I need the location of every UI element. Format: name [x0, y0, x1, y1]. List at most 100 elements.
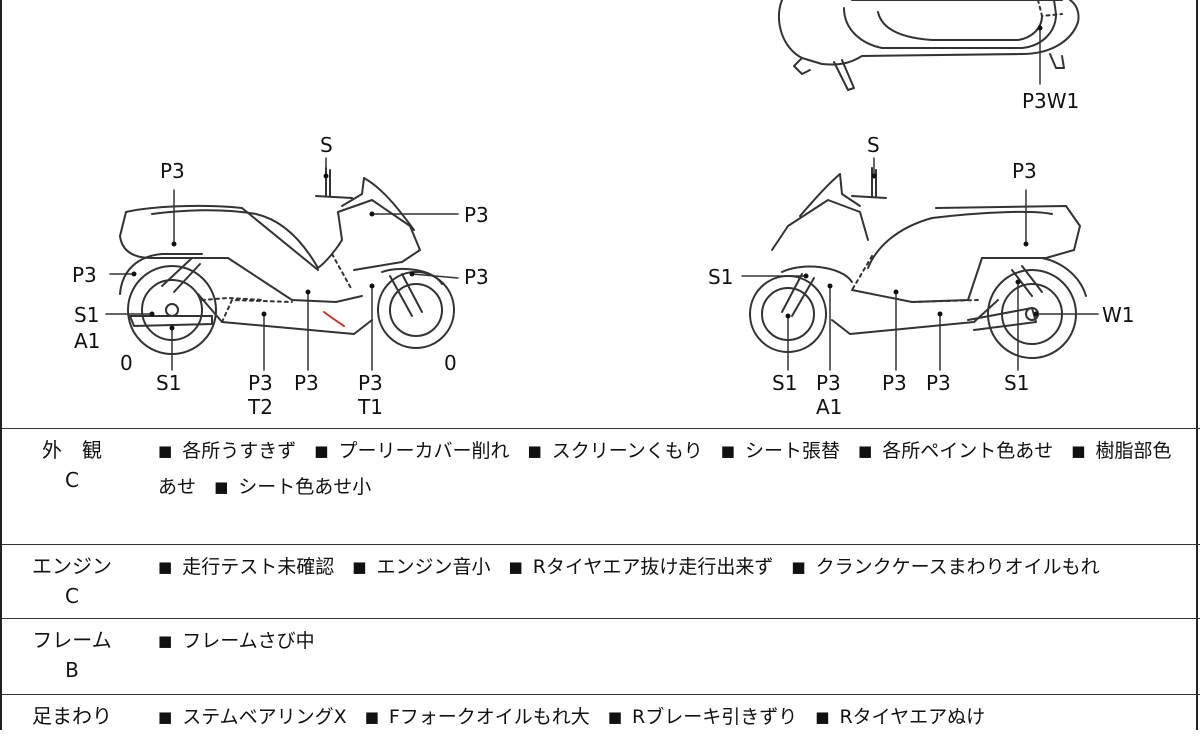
condition-item-text: Rタイヤエアぬけ — [839, 706, 986, 728]
category-cell: フレーム B — [2, 619, 142, 685]
bullet-square-icon: ■ — [314, 442, 329, 460]
items-cell: ■ 各所うすきず ■ プーリーカバー削れ ■ スクリーンくもり ■ シート張替 ■ 各所ペ… — [158, 429, 1188, 505]
condition-item: ■樹脂部色あせ — [158, 440, 1172, 498]
bullet-square-icon: ■ — [720, 442, 735, 460]
bullet-square-icon: ■ — [1071, 442, 1086, 460]
label-left-zero-rear: 0 — [120, 351, 133, 375]
condition-item-text: プーリーカバー削れ — [338, 440, 510, 462]
bullet-square-icon: ■ — [815, 708, 830, 726]
grade-label: C — [65, 468, 79, 492]
bullet-square-icon: ■ — [158, 442, 173, 460]
label-left-p3-t1-t1: T1 — [358, 395, 383, 419]
condition-item-text: 走行テスト未確認 — [182, 556, 335, 578]
label-top-p3w1: P3W1 — [1022, 89, 1080, 113]
label-left-p3-front-fender: P3 — [464, 265, 489, 289]
condition-item-text: 各所ペイント色あせ — [882, 440, 1054, 462]
condition-item: ■ Rタイヤエアぬけ — [815, 706, 985, 728]
category-cell: 足まわり — [2, 695, 142, 731]
condition-item: ■ 各所ペイント色あせ — [858, 440, 1053, 462]
bullet-square-icon: ■ — [508, 558, 523, 576]
row-engine: エンジン C ■ 走行テスト未確認 ■ エンジン音小 ■ Rタイヤエア抜け走行出来ず … — [2, 544, 1200, 618]
bullet-square-icon: ■ — [158, 558, 173, 576]
label-right-p3-a1-p3: P3 — [816, 371, 841, 395]
bullet-square-icon: ■ — [607, 708, 623, 726]
label-right-p3-top: P3 — [1012, 159, 1037, 183]
condition-item-text: Fフォークオイルもれ大 — [388, 706, 590, 728]
condition-item: ■ エンジン音小 — [352, 556, 490, 578]
condition-item-text: Rブレーキ引きずり — [632, 706, 798, 728]
label-left-p3-t2-t2: T2 — [248, 395, 273, 419]
category-label: 外 観 — [42, 438, 102, 462]
row-suspension: 足まわり ■ステムベアリングX ■ Fフォークオイルもれ大 ■ Rブレーキ引きずり … — [2, 694, 1200, 754]
items-cell: ■ステムベアリングX ■ Fフォークオイルもれ大 ■ Rブレーキ引きずり ■ Rタイヤ… — [158, 695, 1188, 735]
category-cell: 外 観 C — [2, 429, 142, 495]
grade-label: C — [65, 584, 79, 608]
condition-item: ■ シート張替 — [721, 440, 840, 462]
label-right-s1-bottom-rear: S1 — [1004, 371, 1030, 395]
scratch-mark — [323, 311, 345, 327]
condition-item-text: Rタイヤエア抜け走行出来ず — [532, 556, 774, 578]
items-cell: ■ 走行テスト未確認 ■ エンジン音小 ■ Rタイヤエア抜け走行出来ず ■ クランクケー… — [158, 545, 1188, 585]
bullet-square-icon: ■ — [214, 478, 229, 496]
condition-item-text: フレームさび中 — [182, 630, 315, 652]
row-exterior: 外 観 C ■ 各所うすきず ■ プーリーカバー削れ ■ スクリーンくもり ■ シート張… — [2, 428, 1200, 544]
left-leader-lines — [105, 157, 459, 371]
grade-label: B — [65, 658, 79, 682]
label-left-p3-rear: P3 — [72, 263, 97, 287]
condition-item: ■ スクリーンくもり — [528, 440, 703, 462]
bullet-square-icon: ■ — [158, 632, 173, 650]
scooter-right-view — [749, 167, 1087, 359]
bullet-square-icon: ■ — [858, 442, 873, 460]
right-leader-lines — [741, 157, 1099, 371]
category-cell: エンジン C — [2, 545, 142, 611]
bullet-square-icon: ■ — [527, 442, 542, 460]
condition-item-text: シート色あせ小 — [238, 476, 372, 498]
scooter-left-view — [119, 167, 455, 355]
label-left-p3-t1-p3: P3 — [358, 371, 383, 395]
label-left-a1: A1 — [74, 329, 101, 353]
label-left-s1-bottom: S1 — [156, 371, 182, 395]
category-label: エンジン — [32, 554, 112, 578]
label-left-p3-screen: P3 — [464, 203, 489, 227]
category-label: フレーム — [32, 628, 112, 652]
condition-item: ■ フレームさび中 — [158, 630, 315, 652]
condition-item: ■ 走行テスト未確認 — [158, 556, 334, 578]
condition-item: ■ Fフォークオイルもれ大 — [365, 706, 590, 728]
condition-item-text: エンジン音小 — [376, 556, 491, 578]
condition-item: ■ 各所うすきず — [158, 440, 296, 462]
label-left-p3-t2-p3: P3 — [248, 371, 273, 395]
label-right-s-top: S — [867, 133, 880, 157]
label-right-p3-mid1: P3 — [882, 371, 907, 395]
condition-item: ■ プーリーカバー削れ — [314, 440, 509, 462]
category-label: 足まわり — [32, 704, 112, 728]
bullet-square-icon: ■ — [364, 708, 379, 726]
damage-diagram: P3W1 S P3 P3 P3 P3 S1 A1 0 S1 P3 T2 P3 P… — [2, 0, 1200, 428]
label-right-s1-bottom-front: S1 — [772, 371, 798, 395]
inspection-sheet: P3W1 S P3 P3 P3 P3 S1 A1 0 S1 P3 T2 P3 P… — [0, 0, 1200, 730]
condition-item: ■ステムベアリングX — [158, 706, 347, 728]
scooter-top-view — [777, 0, 1080, 91]
label-left-s1: S1 — [74, 303, 100, 327]
condition-item-text: ステムベアリングX — [182, 706, 347, 728]
label-right-p3-a1-a1: A1 — [816, 395, 843, 419]
bullet-square-icon: ■ — [352, 558, 367, 576]
label-left-zero-front: 0 — [444, 351, 457, 375]
label-left-s-top: S — [320, 133, 333, 157]
label-left-p3-top: P3 — [160, 159, 185, 183]
condition-item: ■ シート色あせ小 — [214, 476, 371, 498]
label-right-s1-front: S1 — [708, 265, 734, 289]
condition-item: ■ クランクケースまわりオイルもれ — [791, 556, 1099, 578]
label-right-p3-mid2: P3 — [926, 371, 951, 395]
condition-item-text: スクリーンくもり — [551, 440, 703, 462]
bullet-square-icon: ■ — [791, 558, 806, 576]
label-right-w1: W1 — [1102, 303, 1135, 327]
condition-item-text: 各所うすきず — [182, 440, 297, 462]
label-left-p3-mid: P3 — [294, 371, 319, 395]
scooter-drawings — [105, 0, 1099, 371]
condition-item: ■ Rタイヤエア抜け走行出来ず — [509, 556, 774, 578]
row-frame: フレーム B ■ フレームさび中 — [2, 618, 1200, 694]
condition-item-text: シート張替 — [744, 440, 840, 462]
condition-item-text: クランクケースまわりオイルもれ — [815, 556, 1100, 578]
condition-item-text: 樹脂部色あせ — [158, 440, 1172, 498]
condition-item: ■ Rブレーキ引きずり — [608, 706, 797, 728]
